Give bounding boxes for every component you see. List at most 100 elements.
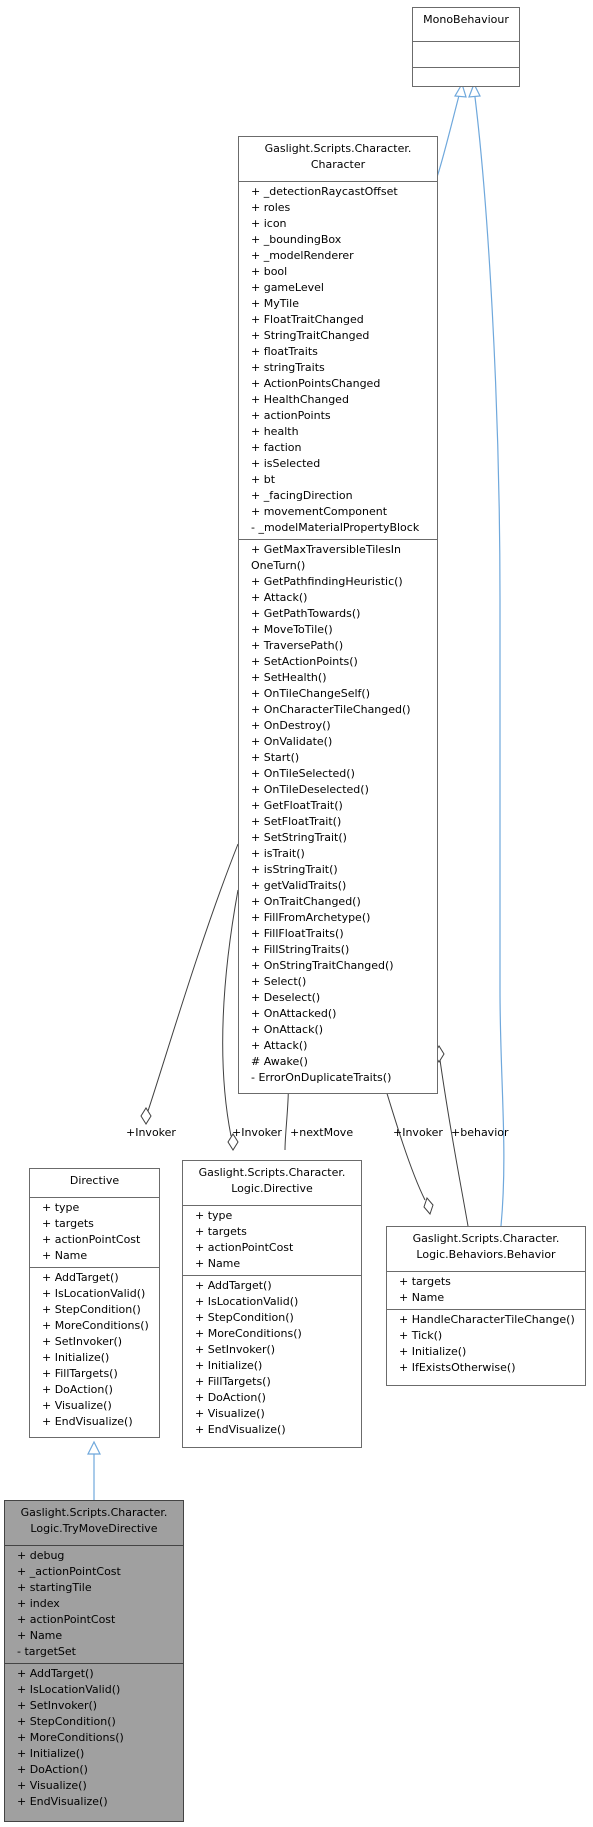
class-method: + MoreConditions() <box>17 1731 124 1744</box>
class-attribute: + _facingDirection <box>251 489 353 502</box>
class-method: + SetActionPoints() <box>251 655 358 668</box>
class-method: + OnStringTraitChanged() <box>251 959 394 972</box>
class-method: + AddTarget() <box>42 1271 119 1284</box>
class-box-character[interactable]: Gaslight.Scripts.Character. Character + … <box>238 136 438 1094</box>
attributes-section: + debug + _actionPointCost + startingTile +… <box>5 1545 183 1663</box>
inheritance-arrowhead-trymove <box>87 1440 101 1455</box>
class-method: + SetInvoker() <box>195 1343 276 1356</box>
methods-section <box>413 67 519 93</box>
class-method: + IsLocationValid() <box>195 1295 299 1308</box>
class-method: + IsLocationValid() <box>42 1287 146 1300</box>
class-attribute: + Name <box>195 1257 241 1270</box>
class-method: - ErrorOnDuplicateTraits() <box>251 1071 392 1084</box>
class-attribute: + _detectionRaycastOffset <box>251 185 398 198</box>
aggregation-diamond-invoker-behavior <box>423 1197 434 1215</box>
class-box-behavior[interactable]: Gaslight.Scripts.Character. Logic.Behavi… <box>386 1226 586 1386</box>
class-method: + OnDestroy() <box>251 719 331 732</box>
aggregation-edge-invoker-directive <box>147 843 239 1112</box>
class-method: + IsLocationValid() <box>17 1683 121 1696</box>
methods-section: + AddTarget() + IsLocationValid() + StepCo… <box>30 1267 159 1433</box>
class-method: + EndVisualize() <box>195 1423 286 1436</box>
class-attribute: + health <box>251 425 299 438</box>
class-method: + GetMaxTraversibleTilesIn <box>251 543 402 556</box>
class-method: + FillFromArchetype() <box>251 911 371 924</box>
attributes-section: + targets+ Name <box>387 1271 585 1309</box>
edge-label-behavior: +behavior <box>451 1126 509 1139</box>
class-title-line2: Logic.Directive <box>231 1182 313 1195</box>
class-attribute: + faction <box>251 441 302 454</box>
class-method: + Initialize() <box>42 1351 110 1364</box>
edge-label-next-move: +nextMove <box>290 1126 354 1139</box>
methods-section: + AddTarget() + IsLocationValid() + StepCo… <box>183 1275 361 1441</box>
class-method: # Awake() <box>251 1055 308 1068</box>
class-method: + MoreConditions() <box>195 1327 302 1340</box>
class-method: + OnAttack() <box>251 1023 324 1036</box>
class-box-try-move-directive[interactable]: Gaslight.Scripts.Character. Logic.TryMov… <box>4 1500 184 1822</box>
class-attribute: + targets <box>399 1275 451 1288</box>
class-attribute: + actionPoints <box>251 409 331 422</box>
inheritance-edge-character <box>436 87 462 178</box>
class-attribute: + _actionPointCost <box>17 1565 121 1578</box>
class-method: + GetPathTowards() <box>251 607 361 620</box>
class-box-monobehaviour[interactable]: MonoBehaviour <box>412 7 520 87</box>
class-method: + Tick() <box>399 1329 443 1342</box>
class-attribute: + Name <box>42 1249 88 1262</box>
class-title-line1: Gaslight.Scripts.Character. <box>264 142 412 155</box>
class-method: + AddTarget() <box>17 1667 94 1680</box>
class-attribute: + type <box>195 1209 233 1222</box>
class-method: + AddTarget() <box>195 1279 272 1292</box>
class-attribute: + debug <box>17 1549 65 1562</box>
class-method: + EndVisualize() <box>42 1415 133 1428</box>
class-method: + FillFloatTraits() <box>251 927 344 940</box>
class-attribute: + StringTraitChanged <box>251 329 370 342</box>
class-box-logic-directive[interactable]: Gaslight.Scripts.Character. Logic.Direct… <box>182 1160 362 1448</box>
aggregation-diamond-invoker-directive <box>140 1107 152 1125</box>
class-attribute: + movementComponent <box>251 505 388 518</box>
class-method: + FillStringTraits() <box>251 943 350 956</box>
class-method: + FillTargets() <box>42 1367 118 1380</box>
attributes-section: + _detectionRaycastOffset+ roles+ icon+ … <box>239 181 437 539</box>
class-title-line1: Gaslight.Scripts.Character. <box>20 1506 168 1519</box>
class-method: + StepCondition() <box>17 1715 116 1728</box>
class-method: + Initialize() <box>399 1345 467 1358</box>
class-method: + StepCondition() <box>195 1311 294 1324</box>
class-attribute: + startingTile <box>17 1581 92 1594</box>
class-method: + OnTraitChanged() <box>251 895 361 908</box>
class-title: Directive <box>69 1174 120 1187</box>
class-attribute: + bool <box>251 265 288 278</box>
edge-label-invoker-directive: +Invoker <box>126 1126 176 1139</box>
class-attribute: + stringTraits <box>251 361 325 374</box>
class-method: OneTurn() <box>251 559 306 572</box>
class-title: MonoBehaviour <box>423 13 509 26</box>
edge-label-invoker-behavior: +Invoker <box>393 1126 443 1139</box>
class-method: + MoveToTile() <box>251 623 333 636</box>
class-method: + OnAttacked() <box>251 1007 337 1020</box>
class-attribute: - _modelMaterialPropertyBlock <box>251 521 420 534</box>
class-attribute: + ActionPointsChanged <box>251 377 381 390</box>
class-attribute: + bt <box>251 473 276 486</box>
class-method: + isStringTrait() <box>251 863 338 876</box>
class-method: + Select() <box>251 975 307 988</box>
class-method: + DoAction() <box>17 1763 88 1776</box>
class-method: + EndVisualize() <box>17 1795 108 1808</box>
class-method: + OnCharacterTileChanged() <box>251 703 411 716</box>
class-method: + Visualize() <box>195 1407 265 1420</box>
class-method: + Start() <box>251 751 300 764</box>
class-box-directive[interactable]: Directive + type+ targets+ actionPointCo… <box>29 1168 160 1438</box>
class-title-line1: Gaslight.Scripts.Character. <box>412 1232 560 1245</box>
class-title-line2: Logic.Behaviors.Behavior <box>416 1248 556 1261</box>
class-method: + StepCondition() <box>42 1303 141 1316</box>
class-title-line1: Gaslight.Scripts.Character. <box>198 1166 346 1179</box>
class-attribute: - targetSet <box>17 1645 76 1658</box>
aggregation-diamond-invoker-logic-directive <box>227 1133 239 1151</box>
class-method: + getValidTraits() <box>251 879 347 892</box>
class-method: + Initialize() <box>195 1359 263 1372</box>
class-method: + OnTileChangeSelf() <box>251 687 370 700</box>
edge-label-invoker-logic-directive: +Invoker <box>232 1126 282 1139</box>
class-method: + GetFloatTrait() <box>251 799 343 812</box>
class-attribute: + actionPointCost <box>17 1613 116 1626</box>
class-attribute: + icon <box>251 217 287 230</box>
class-title-line2: Logic.TryMoveDirective <box>30 1522 158 1535</box>
class-attribute: + Name <box>17 1629 63 1642</box>
